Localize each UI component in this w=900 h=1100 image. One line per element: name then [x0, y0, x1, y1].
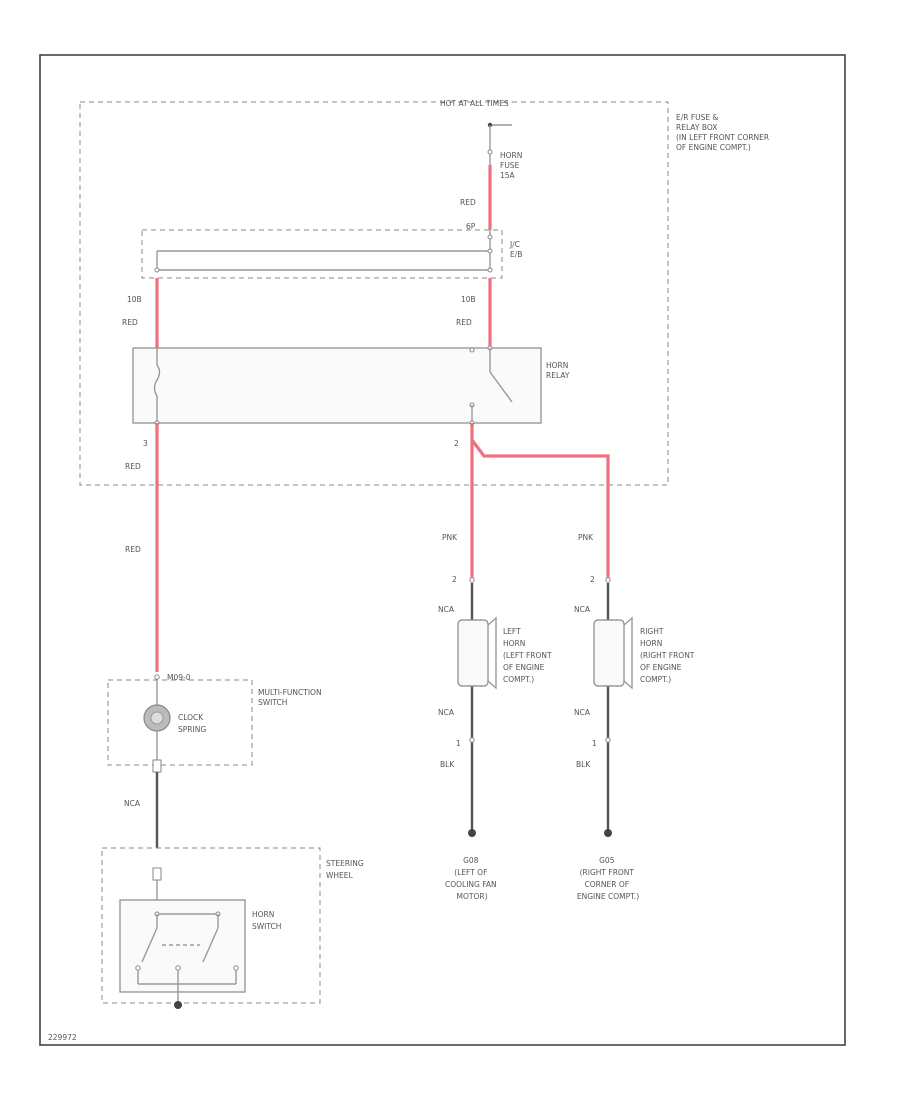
wire-pnk-left-label: PNK [442, 533, 458, 542]
wire-nca-sw-label: NCA [124, 799, 141, 808]
relay-pin-2-label: 2 [454, 439, 459, 448]
horn-switch-1-blade [141, 927, 158, 963]
left-horn-pin-1 [469, 737, 475, 743]
right-horn-pin-1 [605, 737, 611, 743]
steering-ground-dot [174, 1001, 182, 1009]
left-horn-bell [487, 616, 497, 690]
multifunction-switch-label: MULTI-FUNCTION SWITCH [258, 688, 324, 707]
wire-red-low-label: RED [125, 545, 141, 554]
fuse-relay-box-outline [79, 101, 669, 486]
horn-relay-box [132, 347, 542, 424]
relay-coil [153, 348, 161, 423]
wire-blk-right-label: BLK [576, 760, 591, 769]
right-horn-bell [623, 616, 633, 690]
ground-g08-label: G08 (LEFT OF COOLING FAN MOTOR) [445, 856, 499, 901]
hot-at-all-times-label: HOT AT ALL TIMES [440, 99, 509, 108]
horn-switch-contact-1 [135, 965, 141, 971]
horn-switch-label: HORN SWITCH [252, 910, 281, 931]
wire-10b-left-label: 10B [127, 295, 142, 304]
right-horn-nca-top-label: NCA [574, 605, 591, 614]
conn-6p-label: 6P [466, 222, 476, 231]
fuse-box-label: E/R FUSE & RELAY BOX (IN LEFT FRONT CORN… [676, 113, 772, 152]
fuse-pin-top [487, 149, 493, 155]
jc-pin-2 [487, 248, 493, 254]
wire-pnk-right-label: PNK [578, 533, 594, 542]
mfs-pin-top [154, 674, 160, 680]
left-horn-pin-2-label: 2 [452, 575, 457, 584]
left-horn-pin-2 [469, 577, 475, 583]
right-horn-pin-2-label: 2 [590, 575, 595, 584]
wire-red-top-label: RED [460, 198, 476, 207]
left-horn-pin-1-label: 1 [456, 739, 461, 748]
ground-g05-label: G05 (RIGHT FRONT CORNER OF ENGINE COMPT.… [577, 856, 639, 901]
left-horn-body [457, 619, 489, 687]
horn-switch-2-blade [202, 927, 219, 963]
horn-switch-contact-3 [233, 965, 239, 971]
jc-label: J/C E/B [509, 240, 522, 259]
multifunction-switch-outline [107, 679, 253, 766]
ground-g08-dot [468, 829, 476, 837]
left-horn-nca-bottom-label: NCA [438, 708, 455, 717]
mfs-connector-label: M09-0 [167, 673, 191, 682]
wire-red-mid-label: RED [125, 462, 141, 471]
steering-wheel-outline [101, 847, 321, 1004]
wire-10b-right-label: 10B [461, 295, 476, 304]
steering-connector [152, 867, 162, 881]
right-horn-body [593, 619, 625, 687]
junction-connector-outline [141, 229, 503, 279]
wire-blk-left-label: BLK [440, 760, 455, 769]
wire-pnk-to-right-horn [470, 439, 610, 578]
clock-spring-hub [150, 711, 164, 725]
figure-id: 229972 [48, 1033, 77, 1042]
relay-switch-blade [489, 371, 513, 403]
left-horn-nca-top-label: NCA [438, 605, 455, 614]
horn-relay-label: HORN RELAY [546, 361, 571, 380]
jc-pin-1 [487, 234, 493, 240]
right-horn-pin-2 [605, 577, 611, 583]
relay-pin-3-label: 3 [143, 439, 148, 448]
mfs-connector-bottom [152, 759, 162, 773]
jc-pin-3 [154, 267, 160, 273]
ground-g05-dot [604, 829, 612, 837]
relay-contact-top [469, 347, 475, 353]
left-horn-label: LEFT HORN (LEFT FRONT OF ENGINE COMPT.) [503, 627, 554, 684]
steering-wheel-label: STEERING WHEEL [326, 859, 366, 880]
horn-switch-contact-2 [175, 965, 181, 971]
diagram-frame [39, 54, 846, 1046]
wire-red-right-label: RED [456, 318, 472, 327]
right-horn-label: RIGHT HORN (RIGHT FRONT OF ENGINE COMPT.… [640, 627, 697, 684]
horn-fuse-label: HORN FUSE 15A [500, 151, 525, 180]
right-horn-nca-bottom-label: NCA [574, 708, 591, 717]
horn-switch-box [119, 899, 246, 993]
clock-spring-label: CLOCK SPRING [178, 713, 206, 734]
right-horn-pin-1-label: 1 [592, 739, 597, 748]
wire-red-left-label: RED [122, 318, 138, 327]
jc-pin-4 [487, 267, 493, 273]
